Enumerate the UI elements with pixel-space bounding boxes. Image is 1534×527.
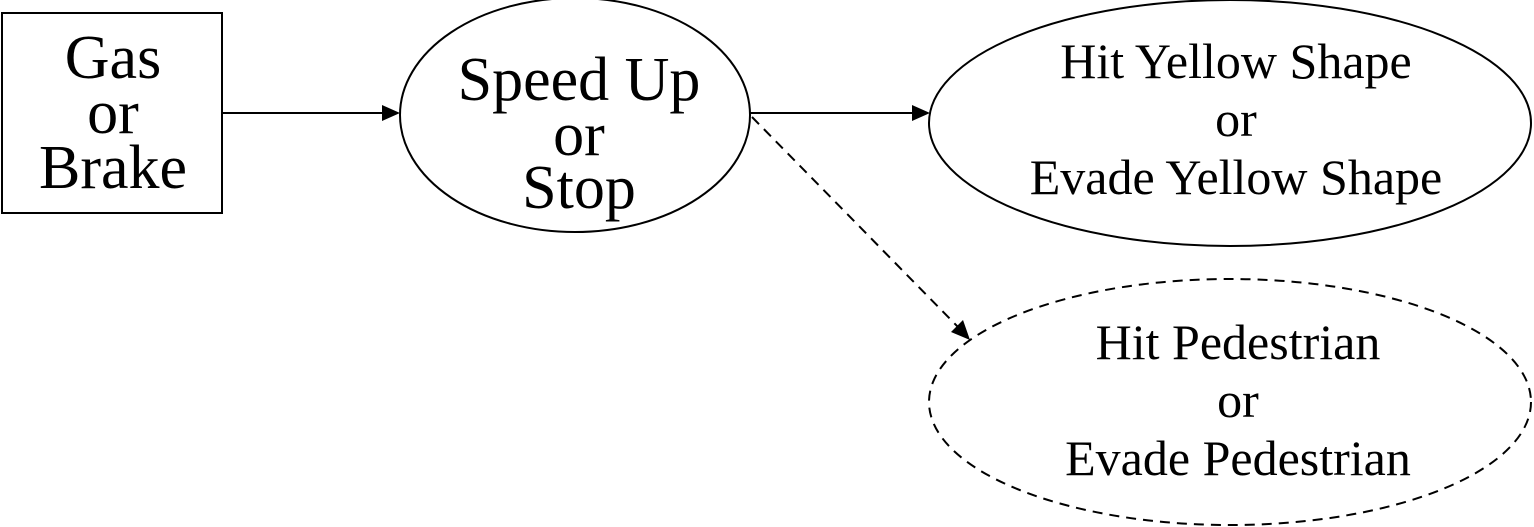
edge-gas-brake-to-speed-stop xyxy=(222,105,400,121)
node-yellow-shape: Hit Yellow Shape or Evade Yellow Shape xyxy=(928,0,1532,247)
node-yellow-shape-line-2: or xyxy=(1215,91,1257,147)
node-pedestrian-line-3: Evade Pedestrian xyxy=(1065,430,1411,486)
edge-speed-stop-to-yellow-shape-arrowhead xyxy=(912,105,930,121)
node-yellow-shape-ellipse xyxy=(928,0,1532,247)
node-yellow-shape-line-3: Evade Yellow Shape xyxy=(1030,149,1442,205)
node-pedestrian: Hit Pedestrian or Evade Pedestrian xyxy=(928,278,1532,526)
node-speed-stop-line-1: Speed Up xyxy=(458,46,701,114)
edge-speed-stop-to-pedestrian-line xyxy=(751,116,959,328)
edge-gas-brake-to-speed-stop-arrowhead xyxy=(382,105,400,121)
node-gas-brake-line-2: or xyxy=(87,79,139,147)
node-gas-brake-line-3: Brake xyxy=(39,134,187,202)
node-gas-brake-box xyxy=(1,12,223,214)
node-gas-brake-line-1: Gas xyxy=(65,24,161,92)
node-speed-stop-line-3: Stop xyxy=(522,154,636,222)
node-yellow-shape-line-1: Hit Yellow Shape xyxy=(1060,33,1411,89)
node-speed-stop-ellipse xyxy=(399,0,751,233)
edge-speed-stop-to-yellow-shape xyxy=(750,105,930,121)
node-pedestrian-line-1: Hit Pedestrian xyxy=(1096,314,1381,370)
edge-speed-stop-to-pedestrian xyxy=(751,116,970,340)
node-pedestrian-line-2: or xyxy=(1217,372,1259,428)
node-gas-brake: Gas or Brake xyxy=(1,12,223,214)
edge-speed-stop-to-pedestrian-arrowhead xyxy=(951,320,970,340)
node-pedestrian-ellipse xyxy=(928,278,1532,526)
node-speed-stop-line-2: or xyxy=(553,101,605,169)
node-speed-stop: Speed Up or Stop xyxy=(399,0,751,233)
